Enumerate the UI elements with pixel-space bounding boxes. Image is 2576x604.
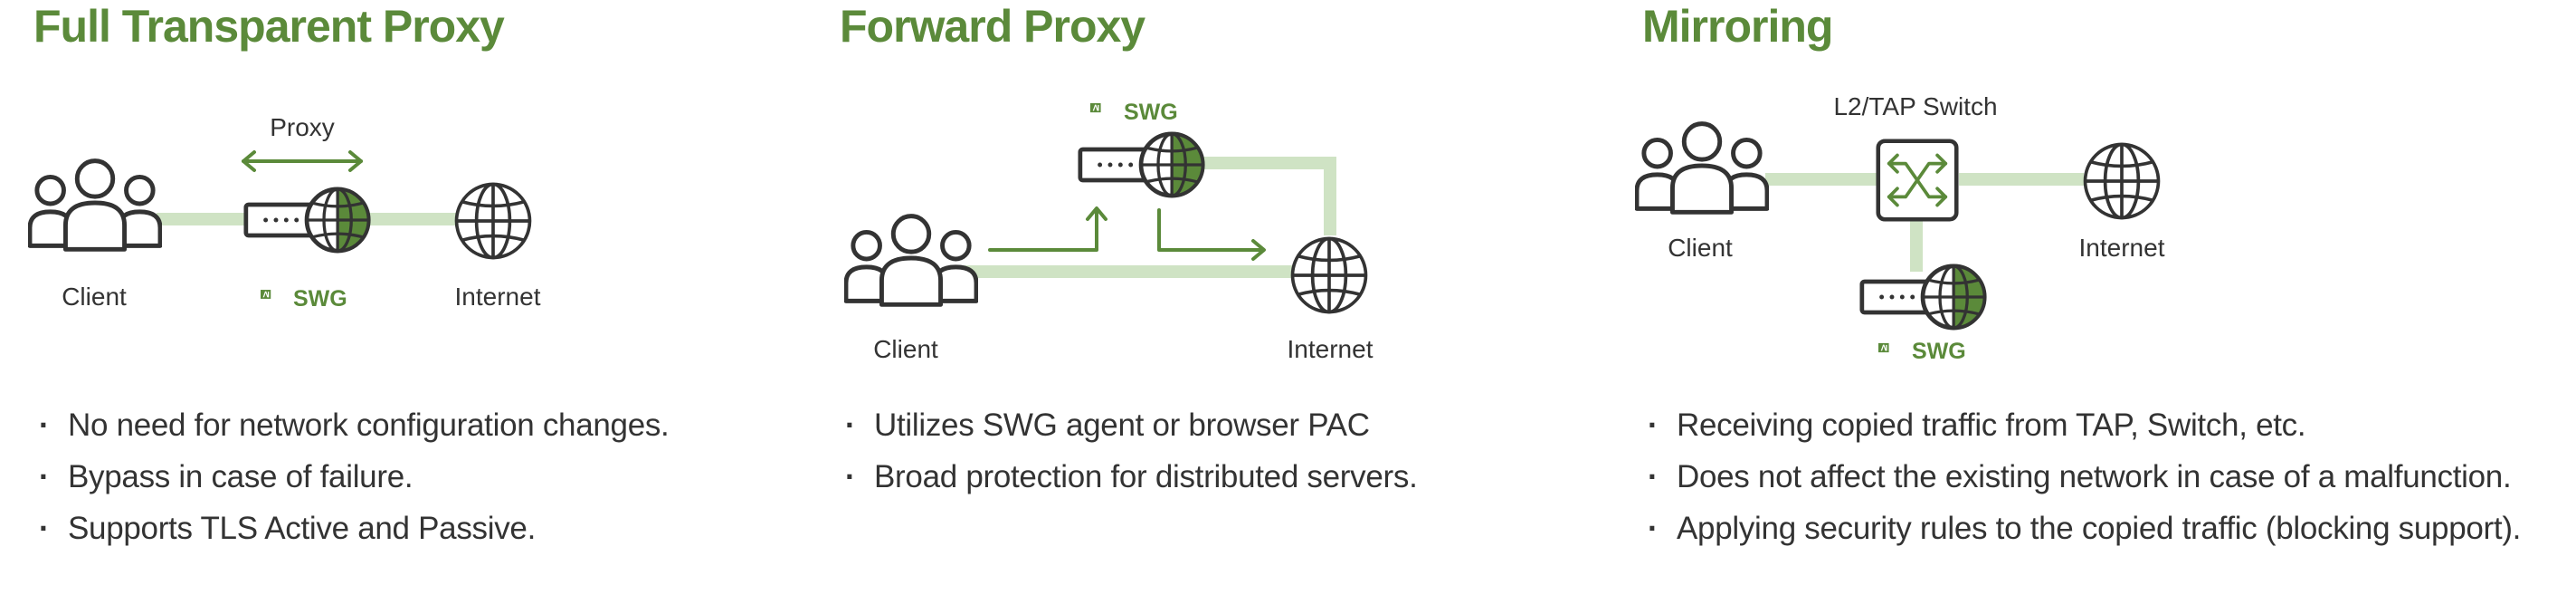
panel-mirroring: Mirroring L2/TAP Switch Client Internet … bbox=[1642, 0, 2565, 604]
aiswg-logo-mark-icon bbox=[1878, 342, 1889, 353]
panel-title: Mirroring bbox=[1642, 1, 1833, 52]
feature-item: · Applying security rules to the copied t… bbox=[1648, 503, 2521, 554]
aiswg-logo: SWG bbox=[1090, 100, 1178, 125]
bullet-dot: · bbox=[39, 511, 50, 546]
panel-full-transparent-proxy: Full Transparent Proxy Proxy Client Inte… bbox=[33, 0, 830, 604]
feature-text: Does not affect the existing network in … bbox=[1677, 459, 2512, 494]
feature-list: · Receiving copied traffic from TAP, Swit… bbox=[1648, 399, 2521, 554]
internet-globe-icon bbox=[1290, 236, 1368, 314]
bullet-dot: · bbox=[1648, 511, 1659, 546]
swg-proxy-appliance-icon bbox=[246, 189, 368, 251]
swg-proxy-appliance-icon bbox=[1080, 134, 1202, 196]
bullet-dot: · bbox=[845, 459, 856, 494]
feature-text: Broad protection for distributed servers… bbox=[874, 459, 1418, 494]
feature-text: No need for network configuration change… bbox=[68, 407, 670, 443]
feature-text: Applying security rules to the copied tr… bbox=[1677, 511, 2522, 546]
client-users-icon bbox=[1637, 124, 1767, 213]
diagram-mirroring: L2/TAP Switch Client Internet SWG bbox=[1642, 92, 2165, 364]
feature-text: Supports TLS Active and Passive. bbox=[68, 511, 536, 546]
panel-title: Forward Proxy bbox=[840, 1, 1145, 52]
bullet-dot: · bbox=[1648, 407, 1659, 443]
panel-title: Full Transparent Proxy bbox=[33, 1, 505, 52]
aiswg-logo-mark-icon bbox=[1090, 102, 1101, 113]
bullet-dot: · bbox=[845, 407, 856, 443]
forward-arrow-icon bbox=[1157, 208, 1266, 261]
feature-text: Utilizes SWG agent or browser PAC bbox=[874, 407, 1370, 443]
feature-item: · Utilizes SWG agent or browser PAC bbox=[845, 399, 1418, 451]
client-label: Client bbox=[1668, 234, 1733, 262]
aiswg-logo: SWG bbox=[261, 286, 347, 312]
aiswg-logo-text: SWG bbox=[1912, 339, 1966, 364]
client-users-icon bbox=[846, 216, 976, 305]
bullet-dot: · bbox=[39, 459, 50, 494]
feature-item: · Bypass in case of failure. bbox=[39, 451, 669, 503]
feature-item: · Receiving copied traffic from TAP, Swit… bbox=[1648, 399, 2521, 451]
diagram-forward-proxy: SWG Client Internet bbox=[840, 100, 1374, 363]
client-label: Client bbox=[62, 283, 127, 311]
internet-label: Internet bbox=[1288, 335, 1374, 363]
feature-item: · Broad protection for distributed server… bbox=[845, 451, 1418, 503]
feature-item: · Does not affect the existing network in… bbox=[1648, 451, 2521, 503]
feature-text: Receiving copied traffic from TAP, Switc… bbox=[1677, 407, 2306, 443]
l2-tap-switch-icon bbox=[1878, 141, 1956, 219]
proxy-label: Proxy bbox=[270, 113, 335, 141]
bidirectional-arrow-icon bbox=[242, 150, 363, 172]
internet-globe-icon bbox=[2083, 142, 2161, 220]
link-proxy-internet bbox=[1183, 157, 1336, 235]
internet-globe-icon bbox=[454, 182, 532, 260]
feature-text: Bypass in case of failure. bbox=[68, 459, 413, 494]
aiswg-logo: SWG bbox=[1878, 339, 1966, 364]
diagram-full-transparent-proxy: Proxy Client Internet SWG bbox=[30, 113, 541, 312]
client-label: Client bbox=[873, 335, 938, 363]
feature-item: · No need for network configuration chang… bbox=[39, 399, 670, 451]
client-users-icon bbox=[30, 161, 160, 250]
internet-label: Internet bbox=[455, 283, 541, 311]
panel-forward-proxy: Forward Proxy SWG Client Internet · Utili… bbox=[840, 0, 1636, 604]
aiswg-logo-mark-icon bbox=[261, 290, 271, 299]
bullet-dot: · bbox=[39, 407, 50, 443]
feature-item: · Supports TLS Active and Passive. bbox=[39, 503, 669, 554]
request-arrow-icon bbox=[988, 206, 1107, 252]
feature-list: · No need for network configuration chang… bbox=[39, 399, 670, 554]
internet-label: Internet bbox=[2079, 234, 2165, 262]
bullet-dot: · bbox=[1648, 459, 1659, 494]
switch-label: L2/TAP Switch bbox=[1833, 92, 1997, 120]
aiswg-logo-text: SWG bbox=[1124, 100, 1178, 125]
swg-mirror-appliance-icon bbox=[1862, 266, 1984, 328]
aiswg-logo-text: SWG bbox=[293, 286, 347, 312]
feature-list: · Utilizes SWG agent or browser PAC · Broa… bbox=[845, 399, 1418, 503]
